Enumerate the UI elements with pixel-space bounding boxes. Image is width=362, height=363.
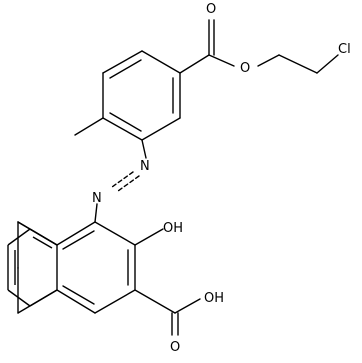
chlorine-label: Cl [338,42,351,57]
azo-n1-label: N [140,159,150,174]
naphthalene-ring-right [56,221,136,314]
methyl-bond [74,117,104,136]
acid-hydroxyl-label: OH [204,291,224,306]
naphthalene-left-outline [7,228,58,307]
ester-group [179,19,339,74]
azo-n2-label: N [92,191,102,206]
ester-carbonyl-o-label: O [206,2,216,17]
acid-carbonyl-o-label: O [170,340,180,355]
naphthalene-ring-left [17,221,58,314]
hydroxyl-label: OH [163,221,183,236]
benzene-ring [102,50,181,141]
ester-ether-o-label: O [240,61,250,76]
carboxylic-acid-group [134,289,201,336]
azo-bridge [94,139,147,223]
hydroxyl-bond [134,228,164,246]
